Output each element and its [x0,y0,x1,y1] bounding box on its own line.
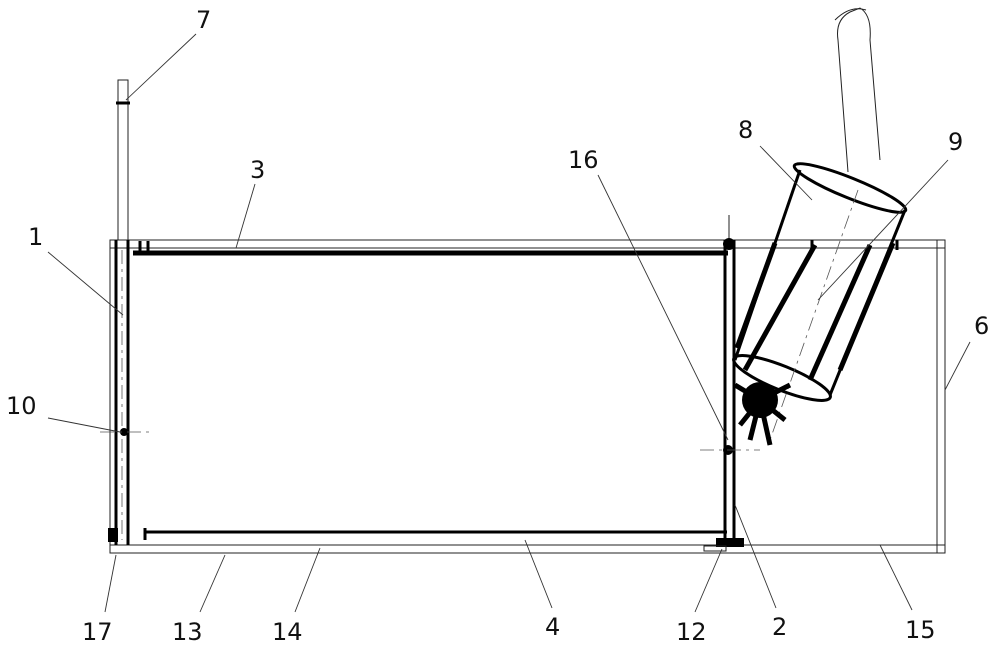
rod-7 [116,79,130,241]
label-15: 15 [905,616,936,644]
label-17: 17 [82,618,113,646]
right-post-2 [700,215,760,552]
label-9: 9 [948,128,963,156]
label-2: 2 [772,613,787,641]
label-16: 16 [568,146,599,174]
top-bar-3 [133,241,728,256]
label-14: 14 [272,618,303,646]
left-post-1 [100,240,150,545]
label-7: 7 [196,6,211,34]
bottom-bar-4 [143,528,727,540]
label-4: 4 [545,613,560,641]
label-10: 10 [6,392,37,420]
label-1: 1 [28,223,43,251]
brush-head-icon [733,382,792,446]
leader-lines [47,33,971,613]
rotating-drum-8 [732,7,908,446]
label-3: 3 [250,156,265,184]
label-12: 12 [676,618,707,646]
outer-frame [109,239,946,554]
label-6: 6 [974,312,989,340]
label-13: 13 [172,618,203,646]
label-8: 8 [738,116,753,144]
